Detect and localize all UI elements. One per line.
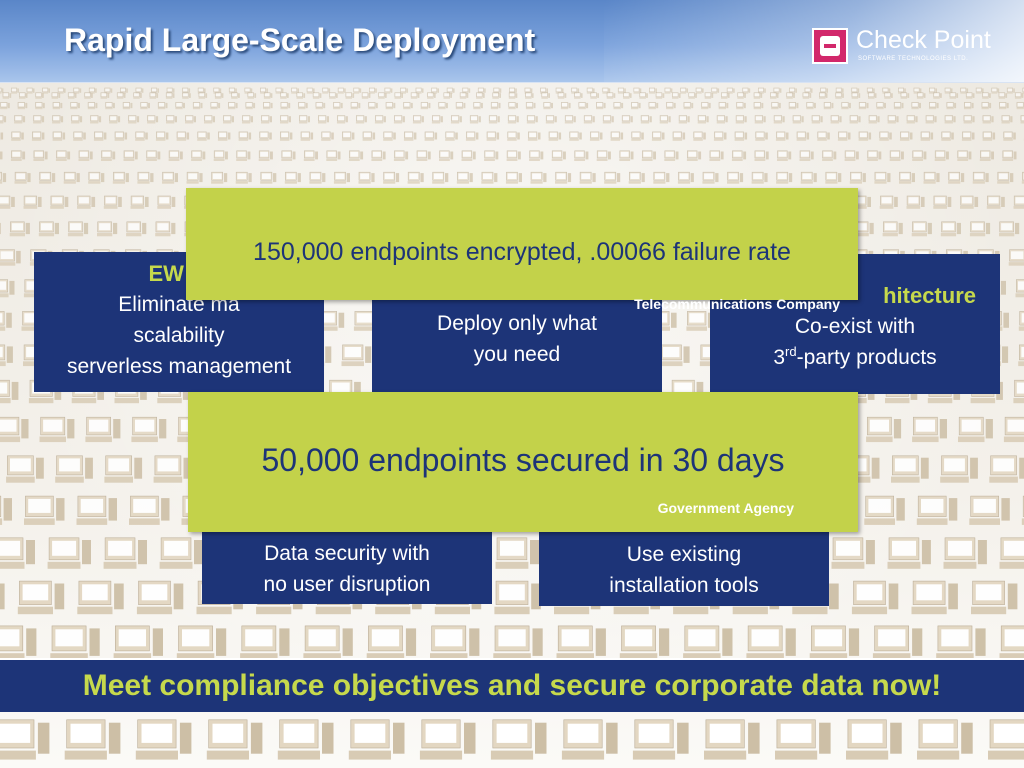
header-bar: Rapid Large-Scale Deployment Check Point… (0, 0, 1024, 83)
callout-government-text: 50,000 endpoints secured in 30 days (261, 442, 785, 478)
box-arch-heading: hitecture (883, 283, 976, 308)
box-data-line-1: Data security with (264, 542, 430, 565)
box-deploy-line-2: you need (473, 343, 561, 366)
box-deploy: Deploy only what you need (372, 296, 662, 392)
box-deploy-line-1: Deploy only what (437, 312, 597, 335)
callout-telecom-text: 150,000 endpoints encrypted, .00066 fail… (253, 238, 791, 266)
box-arch-line-1: Co-exist with (794, 315, 916, 338)
box-tools-line-1: Use existing (626, 543, 742, 566)
check-point-logo: Check Point SOFTWARE TECHNOLOGIES LTD. (812, 26, 1012, 72)
slide-title: Rapid Large-Scale Deployment (64, 22, 536, 58)
logo-name: Check Point (856, 26, 991, 54)
callout-government: 50,000 endpoints secured in 30 days Gove… (188, 392, 858, 532)
callout-telecom: 150,000 endpoints encrypted, .00066 fail… (186, 188, 858, 312)
box-tools-line-2: installation tools (609, 574, 759, 597)
compliance-banner-text: Meet compliance objectives and secure co… (82, 669, 942, 702)
box-arch-line-2: 3rd-party products (773, 344, 937, 369)
logo-subtitle: SOFTWARE TECHNOLOGIES LTD. (858, 56, 969, 62)
box-data-line-2: no user disruption (263, 573, 431, 596)
box-ew-line-2: scalability (133, 324, 225, 347)
compliance-banner: Meet compliance objectives and secure co… (0, 658, 1024, 712)
box-ew-line-3: serverless management (66, 355, 292, 378)
callout-government-source: Government Agency (657, 500, 794, 516)
logo-icon (812, 28, 848, 64)
callout-telecom-source: Telecommunications Company (634, 296, 840, 312)
